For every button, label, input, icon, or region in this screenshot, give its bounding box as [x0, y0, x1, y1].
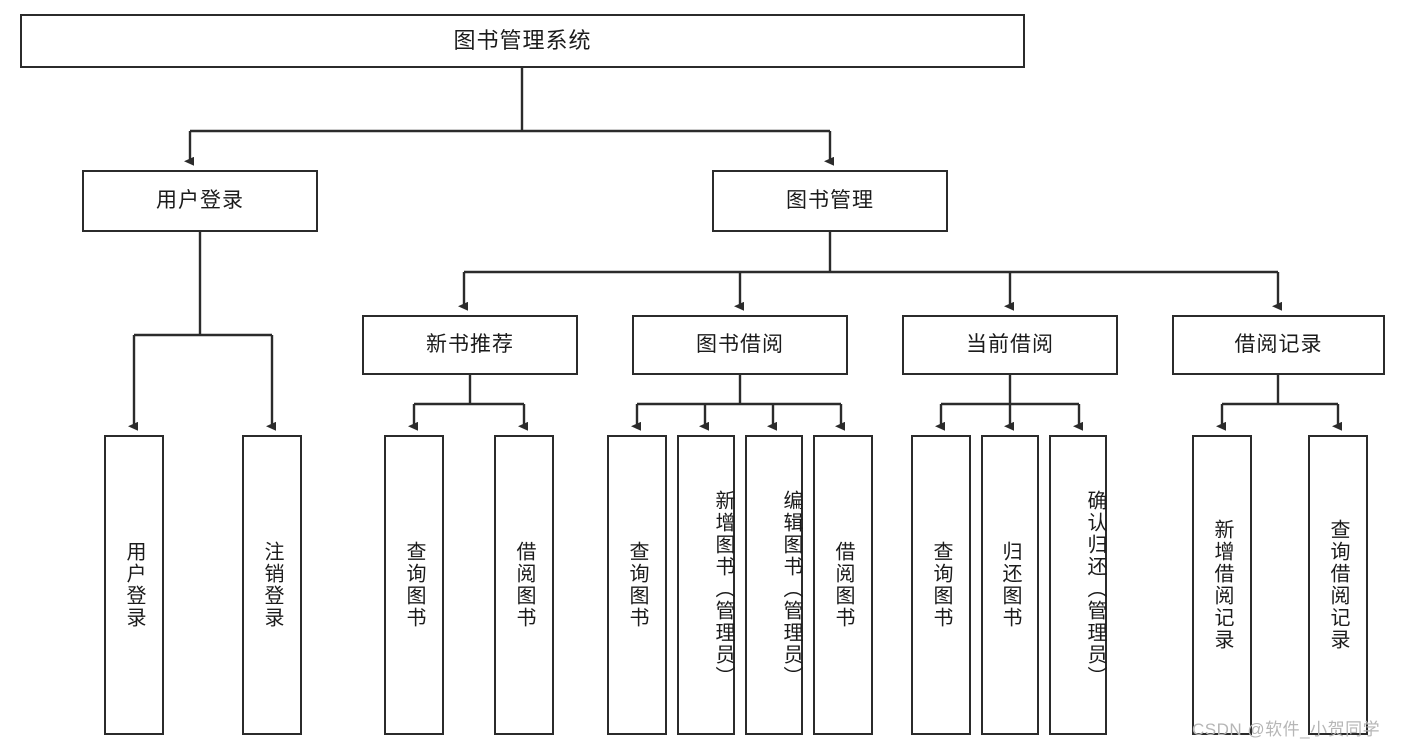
- node-book-borrow[interactable]: 图书借阅: [632, 315, 848, 375]
- node-leaf-confirm-return-admin[interactable]: 确认归还（管理员）: [1049, 435, 1107, 735]
- node-leaf-return-book[interactable]: 归还图书: [981, 435, 1039, 735]
- node-leaf-edit-book-admin[interactable]: 编辑图书（管理员）: [745, 435, 803, 735]
- node-leaf-logout[interactable]: 注销登录: [242, 435, 302, 735]
- node-leaf-query-book-newbook[interactable]: 查询图书: [384, 435, 444, 735]
- node-leaf-query-book-current[interactable]: 查询图书: [911, 435, 971, 735]
- node-leaf-borrow-book[interactable]: 借阅图书: [813, 435, 873, 735]
- node-leaf-add-book-admin[interactable]: 新增图书（管理员）: [677, 435, 735, 735]
- node-leaf-user-login[interactable]: 用户登录: [104, 435, 164, 735]
- node-leaf-query-book-borrow[interactable]: 查询图书: [607, 435, 667, 735]
- node-root-system[interactable]: 图书管理系统: [20, 14, 1025, 68]
- node-leaf-borrow-book-newbook[interactable]: 借阅图书: [494, 435, 554, 735]
- node-user-login[interactable]: 用户登录: [82, 170, 318, 232]
- node-current-borrow[interactable]: 当前借阅: [902, 315, 1118, 375]
- node-new-book-recommend[interactable]: 新书推荐: [362, 315, 578, 375]
- node-borrow-record[interactable]: 借阅记录: [1172, 315, 1385, 375]
- node-leaf-add-borrow-record[interactable]: 新增借阅记录: [1192, 435, 1252, 735]
- csdn-watermark: CSDN @软件_小贺同学: [1192, 720, 1381, 739]
- node-leaf-query-borrow-record[interactable]: 查询借阅记录: [1308, 435, 1368, 735]
- node-book-management[interactable]: 图书管理: [712, 170, 948, 232]
